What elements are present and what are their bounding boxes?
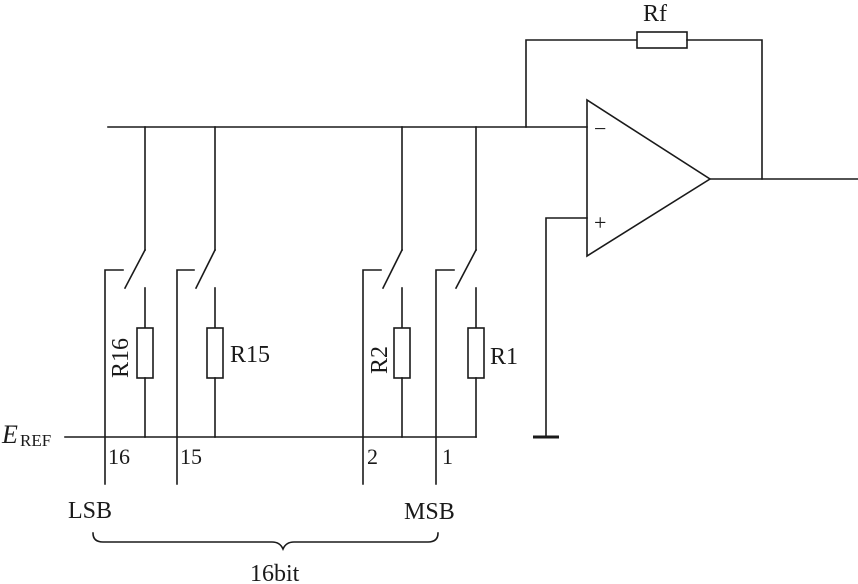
branch-1: R1 1	[435, 126, 518, 485]
bit-2-label: 2	[367, 444, 378, 469]
r15-resistor	[206, 327, 224, 379]
branch-2: R2 2	[362, 126, 411, 485]
rf-label: Rf	[643, 1, 667, 27]
r2-resistor	[393, 327, 411, 379]
reference-label: E	[1, 420, 18, 449]
msb-label: MSB	[404, 499, 455, 525]
r1-resistor	[467, 327, 485, 379]
feedback-path: Rf	[525, 1, 763, 180]
ground-path	[533, 217, 588, 439]
reference-subscript: REF	[20, 431, 51, 450]
switch-1	[454, 248, 478, 290]
r2-label: R2	[367, 346, 393, 374]
op-amp-triangle	[586, 98, 712, 258]
rf-resistor	[636, 31, 688, 49]
r16-label: R16	[108, 338, 134, 378]
bit-width-label: 16bit	[250, 561, 300, 584]
lsb-label: LSB	[68, 498, 112, 524]
switch-2	[381, 248, 404, 290]
switch-16	[123, 248, 147, 290]
r16-resistor	[136, 327, 154, 379]
switch-15	[194, 248, 217, 290]
branch-16: R16 16	[104, 126, 154, 485]
branch-15: R15 15	[176, 126, 270, 485]
bit-1-label: 1	[442, 444, 453, 469]
inverting-input-sign: −	[594, 116, 606, 141]
bit-15-label: 15	[180, 444, 202, 469]
bit-16-label: 16	[108, 444, 130, 469]
op-amp: − +	[586, 98, 858, 258]
non-inverting-input-sign: +	[594, 210, 606, 235]
r1-label: R1	[490, 344, 518, 370]
r15-label: R15	[230, 342, 270, 368]
bit-range-brace	[92, 532, 439, 552]
